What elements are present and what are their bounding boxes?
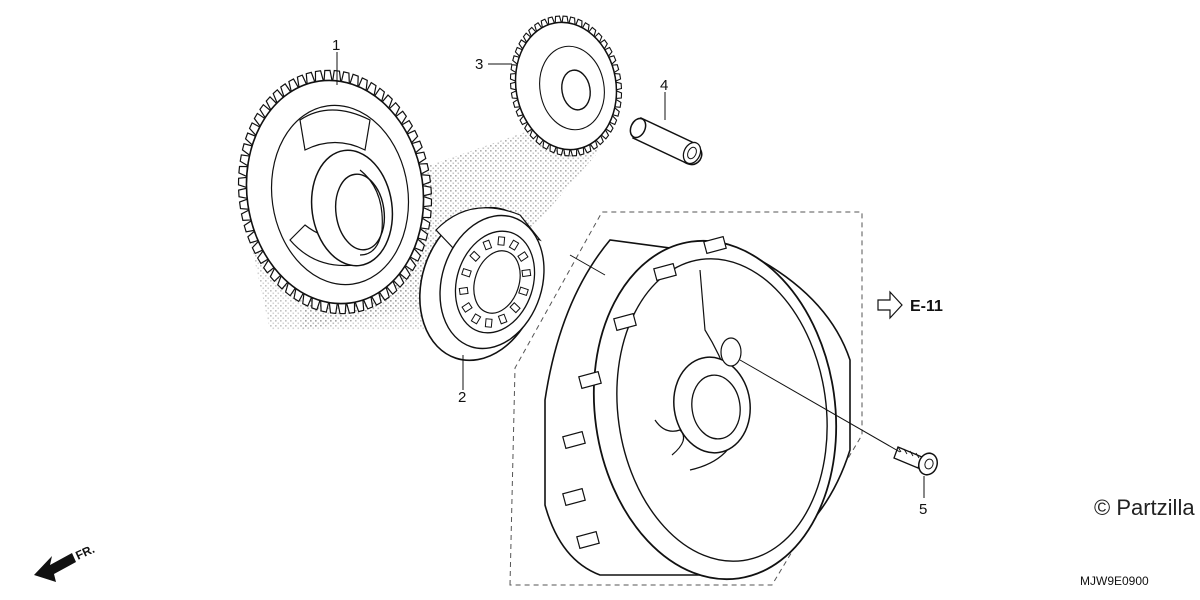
starter-reduction-gear[interactable]	[506, 14, 627, 157]
callout-1: 1	[332, 37, 340, 54]
front-direction-indicator: FR.	[34, 542, 97, 582]
front-label: FR.	[73, 542, 96, 563]
front-arrow-icon	[34, 553, 76, 582]
reference-label: E-11	[910, 298, 943, 315]
starter-driven-gear[interactable]	[232, 69, 437, 315]
callout-3: 3	[475, 56, 483, 73]
leader-lines	[336, 52, 925, 498]
reference-arrow-icon	[877, 290, 903, 320]
reference-link-e11[interactable]: E-11	[877, 290, 943, 320]
reduction-gear-shaft[interactable]	[627, 116, 703, 166]
flywheel-bolt[interactable]	[893, 446, 940, 477]
starter-one-way-clutch[interactable]	[401, 192, 561, 376]
callout-5: 5	[919, 501, 927, 518]
callout-2: 2	[458, 389, 466, 406]
flywheel-rotor	[509, 211, 863, 586]
diagram-code: MJW9E0900	[1080, 574, 1149, 588]
callout-4: 4	[660, 77, 668, 94]
watermark: © Partzilla	[1094, 495, 1195, 520]
